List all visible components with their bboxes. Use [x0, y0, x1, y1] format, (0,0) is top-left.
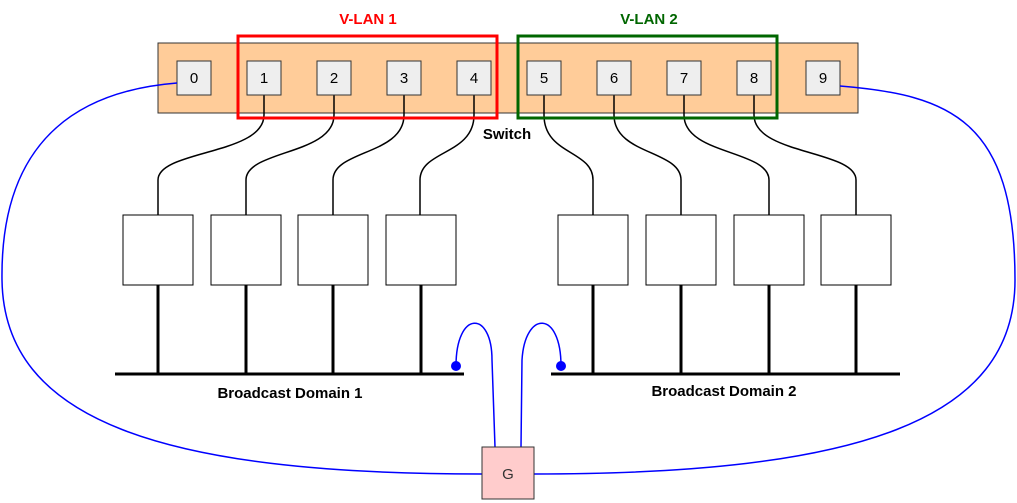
link-port0-to-gateway: [1, 82, 483, 475]
port-3: 3: [386, 60, 422, 96]
cable-port-3: [332, 95, 405, 215]
host-cables: [157, 95, 857, 215]
gateway-box: [481, 446, 535, 500]
link-domain2-to-gateway: [520, 322, 562, 448]
cable-port-6: [613, 95, 682, 215]
host-8: [820, 214, 892, 286]
broadcast-domain-2-label: Broadcast Domain 2: [651, 383, 796, 400]
port-7-label: 7: [680, 70, 688, 87]
broadcast-domain-1-label: Broadcast Domain 1: [217, 385, 362, 402]
vlan2-title: V-LAN 2: [620, 11, 678, 28]
host-5: [557, 214, 629, 286]
port-0: 0: [176, 60, 212, 96]
link-port9-to-gateway: [533, 85, 1016, 475]
port-1-label: 1: [260, 70, 268, 87]
vlan1-title: V-LAN 1: [339, 11, 397, 28]
port-0-label: 0: [190, 70, 198, 87]
port-5: 5: [526, 60, 562, 96]
port-3-label: 3: [400, 70, 408, 87]
port-4-label: 4: [470, 70, 478, 87]
port-6: 6: [596, 60, 632, 96]
port-2-label: 2: [330, 70, 338, 87]
vlan1-box: [236, 34, 499, 120]
cable-port-8: [753, 95, 857, 215]
port-9: 9: [805, 60, 841, 96]
host-3: [297, 214, 369, 286]
vlan2-box: [516, 34, 779, 120]
cable-port-2: [245, 95, 335, 215]
port-4: 4: [456, 60, 492, 96]
gateway-label: G: [502, 466, 514, 483]
switch-label: Switch: [483, 126, 531, 143]
port-2: 2: [316, 60, 352, 96]
port-7: 7: [666, 60, 702, 96]
host-2: [210, 214, 282, 286]
port-5-label: 5: [540, 70, 548, 87]
cable-port-7: [683, 95, 770, 215]
cable-port-1: [157, 95, 265, 215]
port-8-label: 8: [750, 70, 758, 87]
port-8: 8: [736, 60, 772, 96]
port-6-label: 6: [610, 70, 618, 87]
link-domain1-to-gateway: [455, 322, 496, 448]
cable-port-4: [419, 95, 475, 215]
host-6: [645, 214, 717, 286]
host-4: [385, 214, 457, 286]
domain2-connector-dot: [556, 361, 566, 371]
port-9-label: 9: [819, 70, 827, 87]
domain1-connector-dot: [451, 361, 461, 371]
host-1: [122, 214, 194, 286]
port-1: 1: [246, 60, 282, 96]
host-7: [733, 214, 805, 286]
cable-port-5: [543, 95, 594, 215]
